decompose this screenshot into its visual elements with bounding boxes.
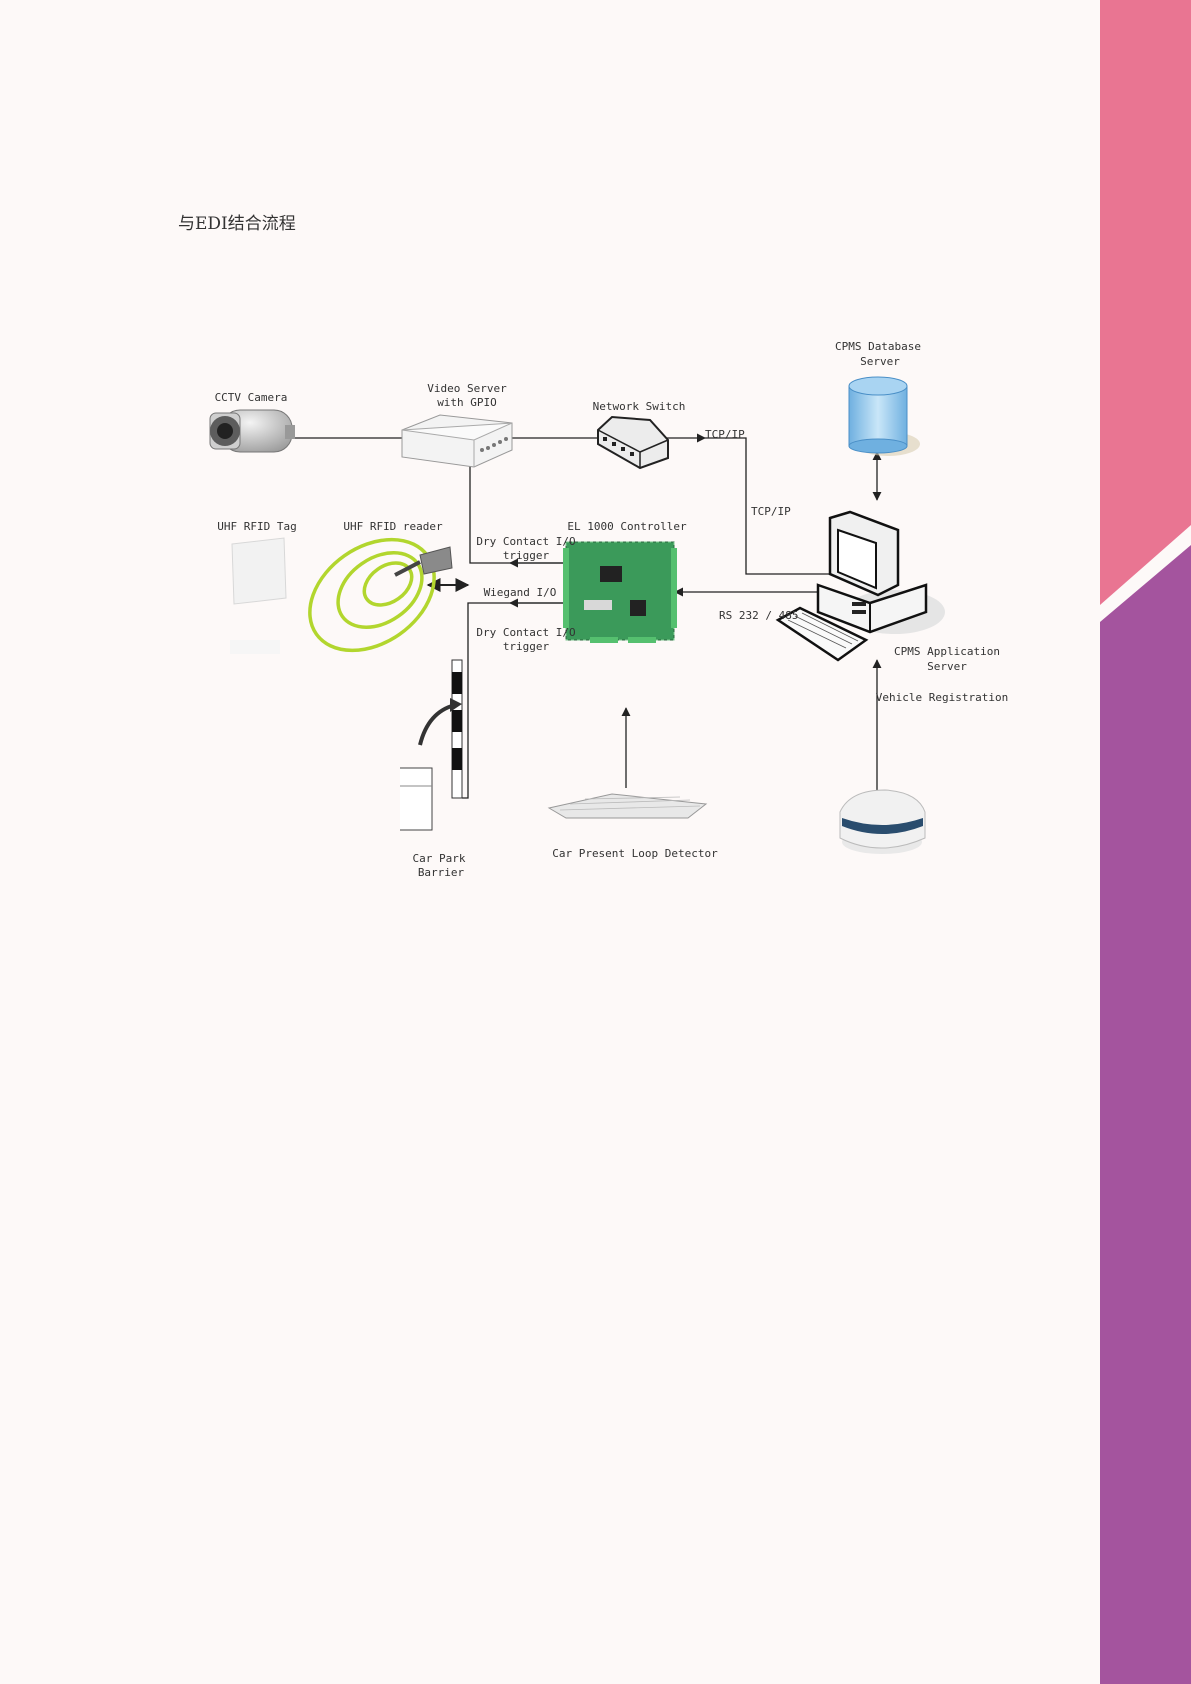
- side-purple-band: [1100, 545, 1191, 1684]
- label-tcpip-1: TCP/IP: [705, 428, 745, 441]
- switch-to-app-line: [705, 437, 830, 575]
- label-cpms-db-line2: Server: [860, 355, 900, 368]
- label-cpms-app-line1: CPMS Application: [894, 645, 1000, 658]
- video-server-icon: [401, 414, 513, 468]
- label-loop-detector: Car Present Loop Detector: [552, 847, 718, 860]
- controller-board-icon: [563, 541, 677, 643]
- label-cctv-camera: CCTV Camera: [215, 391, 288, 404]
- cctv-camera-icon: [209, 409, 295, 453]
- label-dry-contact-2-line1: Dry Contact I/O: [476, 626, 575, 639]
- database-icon: [848, 376, 920, 456]
- label-vehicle-registration: Vehicle Registration: [876, 691, 1008, 704]
- label-barrier-line2: Barrier: [418, 866, 465, 879]
- computer-icon: [816, 510, 945, 634]
- barrier-line: [462, 602, 566, 799]
- label-uhf-tag: UHF RFID Tag: [217, 520, 296, 533]
- label-network-switch: Network Switch: [593, 400, 686, 413]
- keyboard-icon: [775, 606, 869, 662]
- side-pink-band: [1100, 0, 1191, 605]
- label-tcpip-2: TCP/IP: [751, 505, 791, 518]
- card-reader-icon: [839, 789, 926, 854]
- label-cpms-db-line1: CPMS Database: [835, 340, 921, 353]
- label-dry-contact-2-line2: trigger: [503, 640, 550, 653]
- label-controller: EL 1000 Controller: [567, 520, 687, 533]
- label-video-server-line2: with GPIO: [437, 396, 497, 409]
- label-dry-contact-1-line1: Dry Contact I/O: [476, 535, 575, 548]
- loop-detector-icon: [547, 793, 708, 819]
- label-wiegand: Wiegand I/O: [484, 586, 557, 599]
- section-heading: 与EDI结合流程: [178, 214, 296, 234]
- label-barrier-line1: Car Park: [413, 852, 466, 865]
- label-uhf-reader: UHF RFID reader: [343, 520, 443, 533]
- rfid-tag-icon: [230, 537, 287, 654]
- label-cpms-app-line2: Server: [927, 660, 967, 673]
- label-video-server-line1: Video Server: [427, 382, 507, 395]
- label-dry-contact-1-line2: trigger: [503, 549, 550, 562]
- label-rs232: RS 232 / 485: [719, 609, 798, 622]
- network-switch-icon: [597, 415, 669, 470]
- barrier-icon: [400, 659, 463, 831]
- rfid-reader-icon: [308, 537, 453, 653]
- diagram-labels: CCTV Camera Video Server with GPIO Netwo…: [215, 340, 1009, 879]
